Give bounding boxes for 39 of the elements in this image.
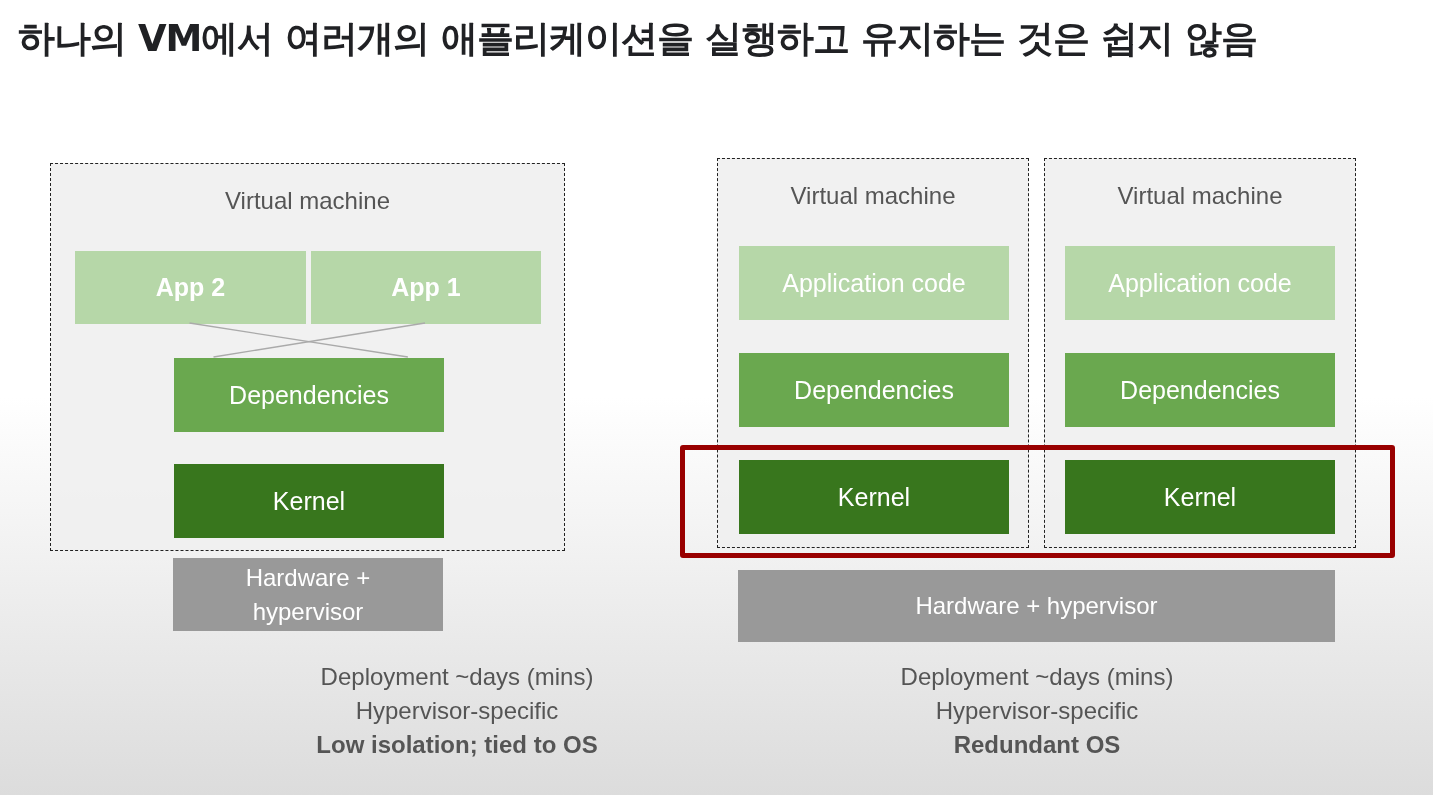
layer-label: Kernel [272,485,346,517]
layer-label: Application code [1108,267,1292,299]
layer-box [1065,353,1335,427]
note-text: Hypervisor-specific [935,697,1139,725]
layer-label: Hardware + hypervisor [244,562,372,627]
layer-label: Kernel [1163,481,1237,513]
virtual-machine-frame [717,158,1029,548]
note-text: Deployment ~days (mins) [900,663,1174,691]
note-text: Redundant OS [953,731,1121,759]
layer-label: Dependencies [794,374,954,406]
slide-title: 하나의 VM에서 여러개의 애플리케이션을 실행하고 유지하는 것은 쉽지 않음 [18,16,1257,62]
connector-line [188,322,409,358]
note-text: Low isolation; tied to OS [316,731,598,759]
layer-label: App 1 [391,272,461,303]
layer-box [75,251,306,324]
layer-label: Dependencies [229,379,389,411]
layer-box [311,251,541,324]
layer-box [174,464,444,538]
layer-label: Application code [782,267,966,299]
layer-label: Virtual machine [225,186,390,216]
layer-label: Hardware + hypervisor [915,591,1158,622]
layer-label: Virtual machine [790,181,956,211]
layer-label: Virtual machine [1117,181,1283,211]
layer-box [738,570,1335,642]
layer-label: App 2 [155,272,226,303]
layer-box [174,358,444,432]
note-text: Deployment ~days (mins) [320,663,594,691]
layer-box [173,558,443,631]
virtual-machine-frame [1044,158,1356,548]
layer-label: Dependencies [1120,374,1280,406]
layer-label: Kernel [837,481,911,513]
layer-box [1065,460,1335,534]
layer-box [1065,246,1335,320]
virtual-machine-frame [50,163,565,551]
layer-box [739,353,1009,427]
layer-box [739,460,1009,534]
layer-box [739,246,1009,320]
connector-line [212,322,426,358]
note-text: Hypervisor-specific [355,697,559,725]
